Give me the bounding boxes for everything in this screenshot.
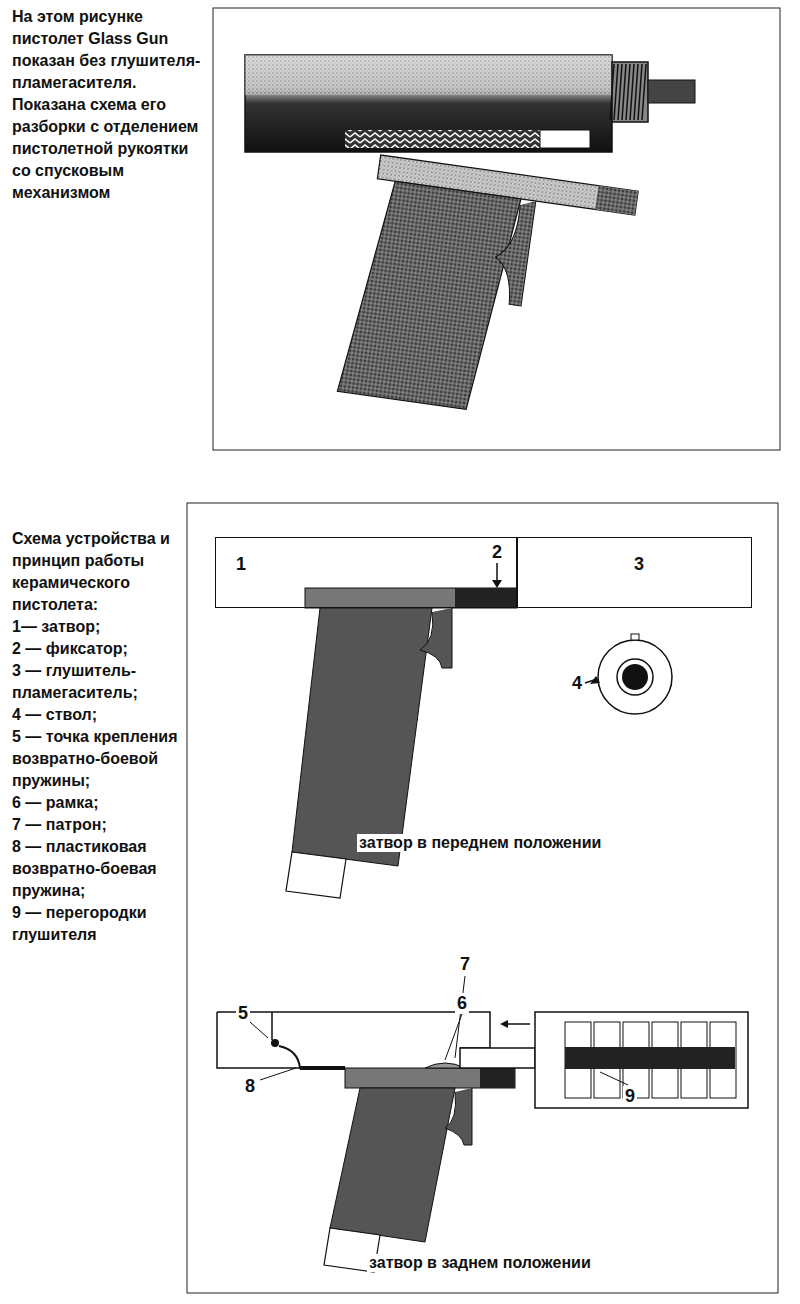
bolt-box: 1: [215, 537, 517, 608]
callout-number: 7: [458, 954, 472, 975]
callout-number: 2: [490, 542, 504, 563]
key-entry: 4 — ствол;: [12, 704, 184, 726]
key-entry: 7 — патрон;: [12, 814, 184, 836]
callout-number: 8: [243, 1076, 257, 1097]
thread-stroke: [614, 64, 618, 120]
thread-stroke: [638, 64, 642, 120]
state-caption: затвор в переднем положении: [357, 834, 603, 852]
state-caption: затвор в заднем положении: [367, 1254, 593, 1272]
callout-number: 1: [236, 554, 246, 575]
thread-stroke: [634, 64, 638, 120]
thread-stroke: [626, 64, 630, 120]
key-entry: 5 — точка крепления возвратно-боевой пру…: [12, 726, 184, 792]
callout-number: 4: [570, 673, 584, 694]
thread-stroke: [618, 64, 622, 120]
key-heading: Схема устройства и принцип работы керами…: [12, 528, 184, 616]
callout-number: 3: [634, 554, 644, 575]
key-entry: 8 — пластиковая возвратно-боевая пружина…: [12, 836, 184, 902]
thread-stroke: [622, 64, 626, 120]
key-entry: 9 — перегородки глушителя: [12, 902, 184, 946]
thread-stroke: [610, 64, 614, 120]
thread-stroke: [642, 64, 646, 120]
thread-stroke: [630, 64, 634, 120]
key-entry: 1— затвор;: [12, 616, 184, 638]
callout-number: 9: [623, 1086, 637, 1107]
key-entry: 2 — фиксатор;: [12, 638, 184, 660]
callout-number: 6: [455, 993, 469, 1014]
description-text: На этом рисунке пистолет Glass Gun показ…: [12, 6, 202, 204]
key-entry: 6 — рамка;: [12, 792, 184, 814]
key-entry: 3 — глушитель-пламегаситель;: [12, 660, 184, 704]
callout-number: 5: [236, 1003, 250, 1024]
silencer-box: 3: [517, 537, 752, 608]
